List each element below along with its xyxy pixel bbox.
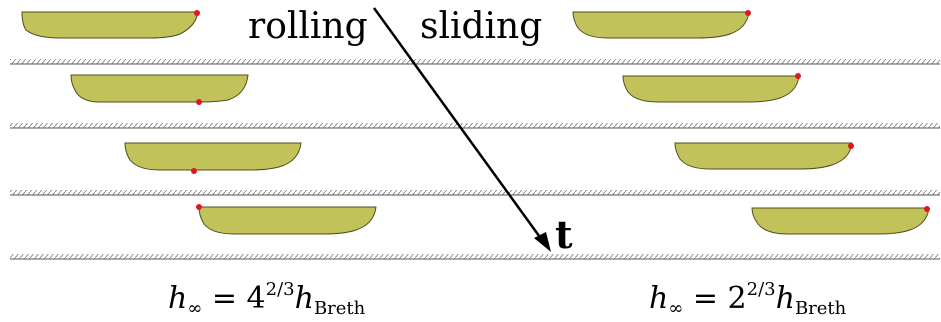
sliding-marker-2: [795, 73, 801, 79]
rolling-marker-4: [196, 204, 202, 210]
time-axis-label: t: [555, 212, 573, 257]
sliding-label: sliding: [420, 6, 542, 47]
sliding-drop-2: [622, 73, 801, 103]
sliding-marker-1: [745, 10, 751, 16]
rolling-label: rolling: [248, 6, 368, 47]
rolling-drop-2: [70, 74, 249, 105]
wall-1: [10, 59, 940, 65]
walls: [10, 59, 940, 260]
sliding-drop-1: [572, 10, 751, 39]
rolling-drops: [21, 10, 377, 235]
time-arrow: [372, 7, 551, 252]
rolling-marker-2: [196, 99, 202, 105]
rolling-drop-1: [21, 10, 200, 39]
sliding-drop-4: [751, 206, 930, 235]
wall-4: [10, 254, 940, 260]
sliding-marker-3: [848, 143, 854, 149]
rolling-marker-3: [191, 168, 197, 174]
rolling-marker-1: [194, 10, 200, 16]
wall-3: [10, 190, 940, 196]
equation-left: h∞ = 42/3hBreth: [168, 279, 366, 319]
rolling-drop-3: [124, 142, 302, 174]
sliding-drops: [572, 10, 930, 235]
rolling-drop-4: [196, 204, 377, 235]
wall-2: [10, 123, 940, 129]
equation-right: h∞ = 22/3hBreth: [649, 279, 847, 319]
sliding-drop-3: [674, 142, 854, 170]
sliding-marker-4: [924, 206, 930, 212]
